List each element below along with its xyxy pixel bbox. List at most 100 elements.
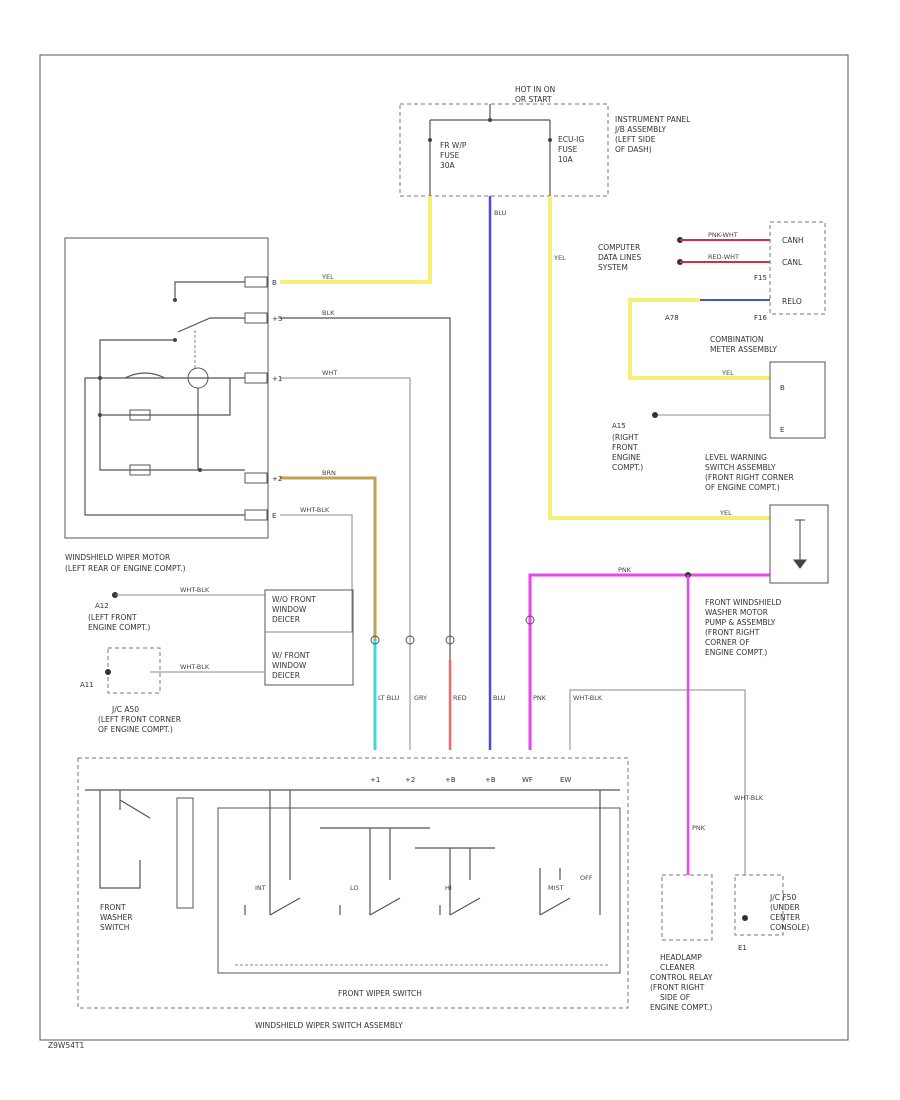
combo-meter-2: METER ASSEMBLY: [710, 345, 777, 354]
can-connector: [769, 221, 826, 315]
level-sw-4: OF ENGINE COMPT.): [705, 483, 780, 492]
computer-label-2: DATA LINES: [598, 253, 641, 262]
f3-ground-dot: [742, 915, 748, 921]
jc-f50-4: CONSOLE): [770, 923, 809, 932]
wiper-switch-assembly: +1 +2 +B +B WF EW FRONT WASHER SWITCH FR…: [77, 757, 629, 1030]
front-wiper-switch-label: FRONT WIPER SWITCH: [338, 989, 422, 998]
svg-text:MIST: MIST: [548, 884, 564, 892]
meter-pin-e: E: [780, 426, 784, 434]
wire-yel-wiper: [280, 196, 432, 284]
jb-label-4: OF DASH): [615, 145, 652, 154]
wire-blu-label-2: BLU: [493, 694, 506, 702]
switch-assembly-box: [77, 757, 629, 1009]
wire-yel-label-2: YEL: [553, 254, 566, 262]
jc-label-2: (LEFT FRONT CORNER: [98, 715, 181, 724]
a12-wire-label: WHT-BLK: [180, 586, 210, 594]
wiper-pin-1: +1: [272, 375, 282, 383]
fuse-right-1: ECU-IG: [558, 135, 584, 144]
wire-lt-blu-label: LT BLU: [378, 694, 400, 702]
jb-label-2: J/B ASSEMBLY: [614, 125, 666, 134]
relay-3: CONTROL RELAY: [650, 973, 713, 982]
wire-ew: [569, 689, 746, 875]
a15-loc-1: (RIGHT: [612, 433, 639, 442]
level-sw-3: (FRONT RIGHT CORNER: [705, 473, 794, 482]
sw-pin-6: EW: [560, 776, 571, 784]
wire-yel-meter-label: YEL: [721, 369, 734, 377]
pin-e1: E1: [738, 944, 747, 952]
pin-a78: A78: [665, 314, 679, 322]
combination-meter-box: [769, 361, 826, 439]
cam-contact-2: [173, 338, 177, 342]
wire-brn: [280, 476, 377, 640]
washer-switch-1: FRONT: [100, 903, 126, 912]
wire-ew-label: WHT-BLK: [734, 794, 764, 802]
wire-yel-label-3: YEL: [719, 509, 732, 517]
wiper-pin-s: +S: [272, 315, 283, 323]
wire-red-label: RED: [453, 694, 467, 702]
relay-5: SIDE OF: [660, 993, 690, 1002]
level-sw-2: SWITCH ASSEMBLY: [705, 463, 776, 472]
wiper-motor-box: [64, 237, 269, 539]
deicer-r-2: WINDOW: [272, 661, 307, 670]
wire-pnk-relay-label: PNK: [692, 824, 706, 832]
wire-blu-label: BLU: [494, 209, 507, 217]
washer-motor-3: PUMP & ASSEMBLY: [705, 618, 776, 627]
jb-dashed-box: [399, 103, 609, 197]
fuse-left-3: 30A: [440, 161, 456, 170]
relay-2: CLEANER: [660, 963, 695, 972]
terminal-s: [244, 312, 268, 324]
jc-label-1: J/C A50: [111, 705, 139, 714]
relay-6: ENGINE COMPT.): [650, 1003, 712, 1012]
wire-blk-label: BLK: [322, 309, 335, 317]
fuse-right-2: FUSE: [558, 145, 578, 154]
pin-a12: A12: [95, 602, 109, 610]
motor-node-3: [198, 468, 202, 472]
wire-pnk-label: PNK: [618, 566, 632, 574]
relay-1: HEADLAMP: [660, 953, 702, 962]
deicer-r-3: DEICER: [272, 671, 300, 680]
can-h-wire-label: PNK-WHT: [708, 231, 738, 239]
wiper-motor-label-2: (LEFT REAR OF ENGINE COMPT.): [65, 564, 186, 573]
jb-left-node: [428, 138, 432, 142]
jc-f50-2: (UNDER: [770, 903, 800, 912]
jb-right-node: [548, 138, 552, 142]
pin-a15: A15: [612, 422, 626, 430]
switch-assembly-label: WINDSHIELD WIPER SWITCH ASSEMBLY: [255, 1021, 403, 1030]
a12-loc-2: ENGINE COMPT.): [88, 623, 150, 632]
svg-text:LO: LO: [350, 884, 359, 892]
sw-pin-5: WF: [522, 776, 533, 784]
deicer-l-1: W/O FRONT: [272, 595, 316, 604]
a15-ground-dot: [652, 412, 658, 418]
pin-f16: F16: [754, 314, 767, 322]
wire-wht-blk-label-2: WHT-BLK: [573, 694, 603, 702]
headlamp-relay-box: [661, 874, 713, 941]
level-sw-1: LEVEL WARNING: [705, 453, 767, 462]
contact-group-2: LO: [320, 827, 430, 916]
a15-loc-4: COMPT.): [612, 463, 643, 472]
washer-motor-1: FRONT WINDSHIELD: [705, 598, 782, 607]
deicer-l-3: DEICER: [272, 615, 300, 624]
diagram-border: [39, 54, 849, 1041]
computer-data-lines: COMPUTER DATA LINES SYSTEM PNK-WHT RED-W…: [598, 221, 826, 322]
wiper-pin-b: B: [272, 279, 277, 287]
terminal-1: [244, 372, 268, 384]
pin-a11: A11: [80, 681, 94, 689]
washer-switch-2: WASHER: [100, 913, 133, 922]
combo-meter-1: COMBINATION: [710, 335, 763, 344]
level-switch-symbol: [793, 519, 807, 569]
wire-yel-right: [548, 196, 770, 520]
conn-2: [405, 635, 415, 645]
jb-label-1: INSTRUMENT PANEL: [615, 115, 691, 124]
washer-motor-4: (FRONT RIGHT: [705, 628, 760, 637]
deicer-l-2: WINDOW: [272, 605, 307, 614]
meter-pin-b: B: [780, 384, 785, 392]
fuse-right-3: 10A: [558, 155, 574, 164]
figure-id: Z9W54T1: [48, 1041, 84, 1050]
fuse-left-1: FR W/P: [440, 141, 467, 150]
washer-switch-cap: [176, 797, 194, 909]
wire-wht: [280, 377, 411, 750]
a15-loc-3: ENGINE: [612, 453, 641, 462]
conn-4: [525, 615, 535, 625]
can-h-label: CANH: [782, 236, 804, 245]
